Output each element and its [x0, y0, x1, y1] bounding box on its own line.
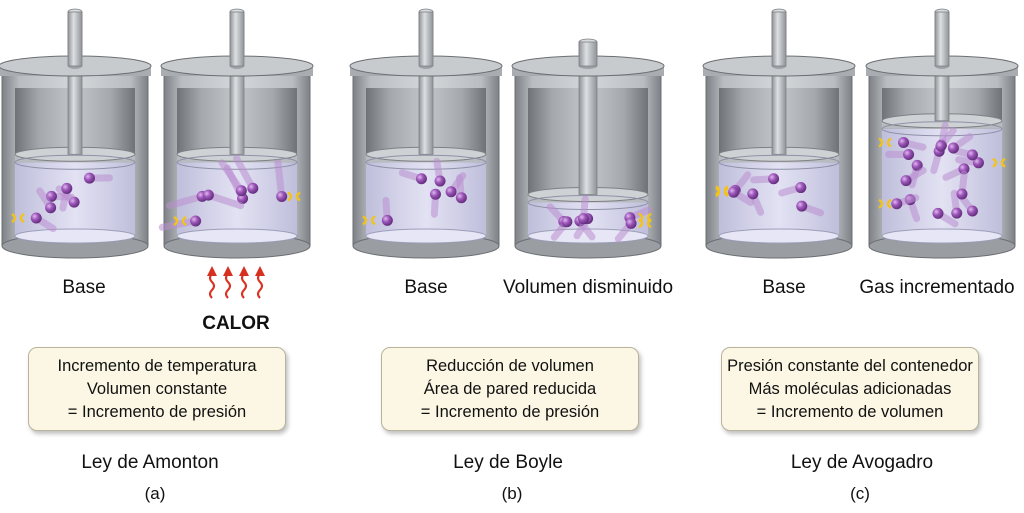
gas-molecule [190, 215, 202, 227]
gas-molecule [276, 190, 288, 202]
heat-arrow [223, 266, 233, 299]
gas-molecule [577, 213, 589, 225]
gas-molecule [561, 216, 573, 228]
molecule-trail [233, 154, 257, 192]
impact-mark [992, 157, 1006, 168]
impact-mark [878, 198, 892, 209]
gas-molecule [434, 175, 446, 187]
cylinder-label-volumen-disminuido: Volumen disminuido [502, 277, 674, 298]
gas-molecule [795, 182, 807, 194]
molecule-trail [218, 159, 245, 195]
gas-molecule [891, 198, 903, 210]
gas-molecule [966, 205, 978, 217]
cylinder-0-1 [158, 8, 314, 259]
cylinder-label-base-c: Base [762, 277, 806, 298]
gas-molecule [951, 207, 963, 219]
panel-letter-c: (c) [850, 484, 870, 503]
gas-molecule [235, 185, 247, 197]
gas-molecule [935, 140, 947, 152]
gas-molecule [768, 173, 780, 185]
box-c-line-3: = Incremento de volumen [756, 402, 944, 421]
gas-molecule [958, 163, 970, 175]
cylinder-label-base-a: Base [62, 277, 106, 298]
cylinder-label-gas-incrementado: Gas incrementado [859, 277, 1015, 298]
molecule-trail [158, 217, 200, 231]
gas-molecule [381, 214, 393, 226]
impact-mark [362, 215, 376, 226]
gas-molecule [903, 148, 915, 160]
panel-letter-a: (a) [144, 484, 166, 503]
impact-mark [715, 187, 729, 198]
gas-molecule [728, 186, 740, 198]
gas-molecule [429, 188, 441, 200]
gas-molecule [900, 175, 912, 187]
gas-molecule [956, 188, 968, 200]
box-b-line-3: = Incremento de presión [420, 402, 600, 421]
gas-molecule [947, 142, 959, 154]
box-b-line-1: Reducción de volumen [426, 356, 594, 375]
box-a-line-3: = Incremento de presión [67, 402, 247, 421]
gas-molecule [45, 202, 57, 214]
cylinder-0-0 [0, 8, 152, 259]
gas-molecule [625, 217, 637, 229]
law-title-c: Ley de Avogadro [790, 452, 934, 473]
gas-molecule [30, 212, 42, 224]
impact-mark [638, 218, 652, 229]
gas-molecule [911, 159, 923, 171]
explanation-box-c: Presión constante del contenedor Más mol… [721, 347, 979, 431]
molecule-trail [274, 159, 286, 200]
box-b-line-2: Área de pared reducida [423, 379, 597, 398]
law-title-a: Ley de Amonton [81, 452, 219, 473]
gas-molecule [796, 200, 808, 212]
gas-molecule [61, 182, 73, 194]
cylinder-2-1 [865, 8, 1019, 259]
box-c-line-2: Más moléculas adicionadas [748, 379, 952, 398]
box-a-line-1: Incremento de temperatura [57, 356, 257, 375]
heat-label: CALOR [202, 313, 270, 334]
heat-arrow [255, 266, 265, 299]
impact-mark [287, 191, 301, 202]
impact-mark [11, 212, 25, 223]
gas-molecule [83, 172, 95, 184]
gas-molecule [445, 186, 457, 198]
gas-molecule [247, 182, 259, 194]
cylinder-1-0 [349, 8, 503, 259]
cylinder-2-0 [702, 8, 856, 259]
molecule-trail [165, 192, 206, 210]
heat-arrow [239, 266, 249, 299]
heat-arrow [207, 266, 217, 299]
box-a-line-2: Volumen constante [86, 379, 228, 398]
gas-molecule [415, 173, 427, 185]
cylinder-1-1 [511, 38, 665, 259]
law-title-b: Ley de Boyle [453, 452, 563, 473]
box-c-line-1: Presión constante del contenedor [727, 356, 973, 375]
gas-molecule [898, 137, 910, 149]
gas-molecule [972, 157, 984, 169]
explanation-box-b: Reducción de volumen Área de pared reduc… [381, 347, 639, 431]
impact-mark [878, 137, 892, 148]
gas-molecule [966, 149, 978, 161]
gas-molecule [202, 189, 214, 201]
impact-mark [173, 215, 187, 226]
molecule-trail [204, 191, 245, 210]
gas-molecule [747, 188, 759, 200]
gas-molecule [455, 192, 467, 204]
explanation-box-a: Incremento de temperatura Volumen consta… [28, 347, 286, 431]
panel-letter-b: (b) [501, 484, 523, 503]
cylinder-label-base-b: Base [404, 277, 448, 298]
gas-molecule [932, 207, 944, 219]
